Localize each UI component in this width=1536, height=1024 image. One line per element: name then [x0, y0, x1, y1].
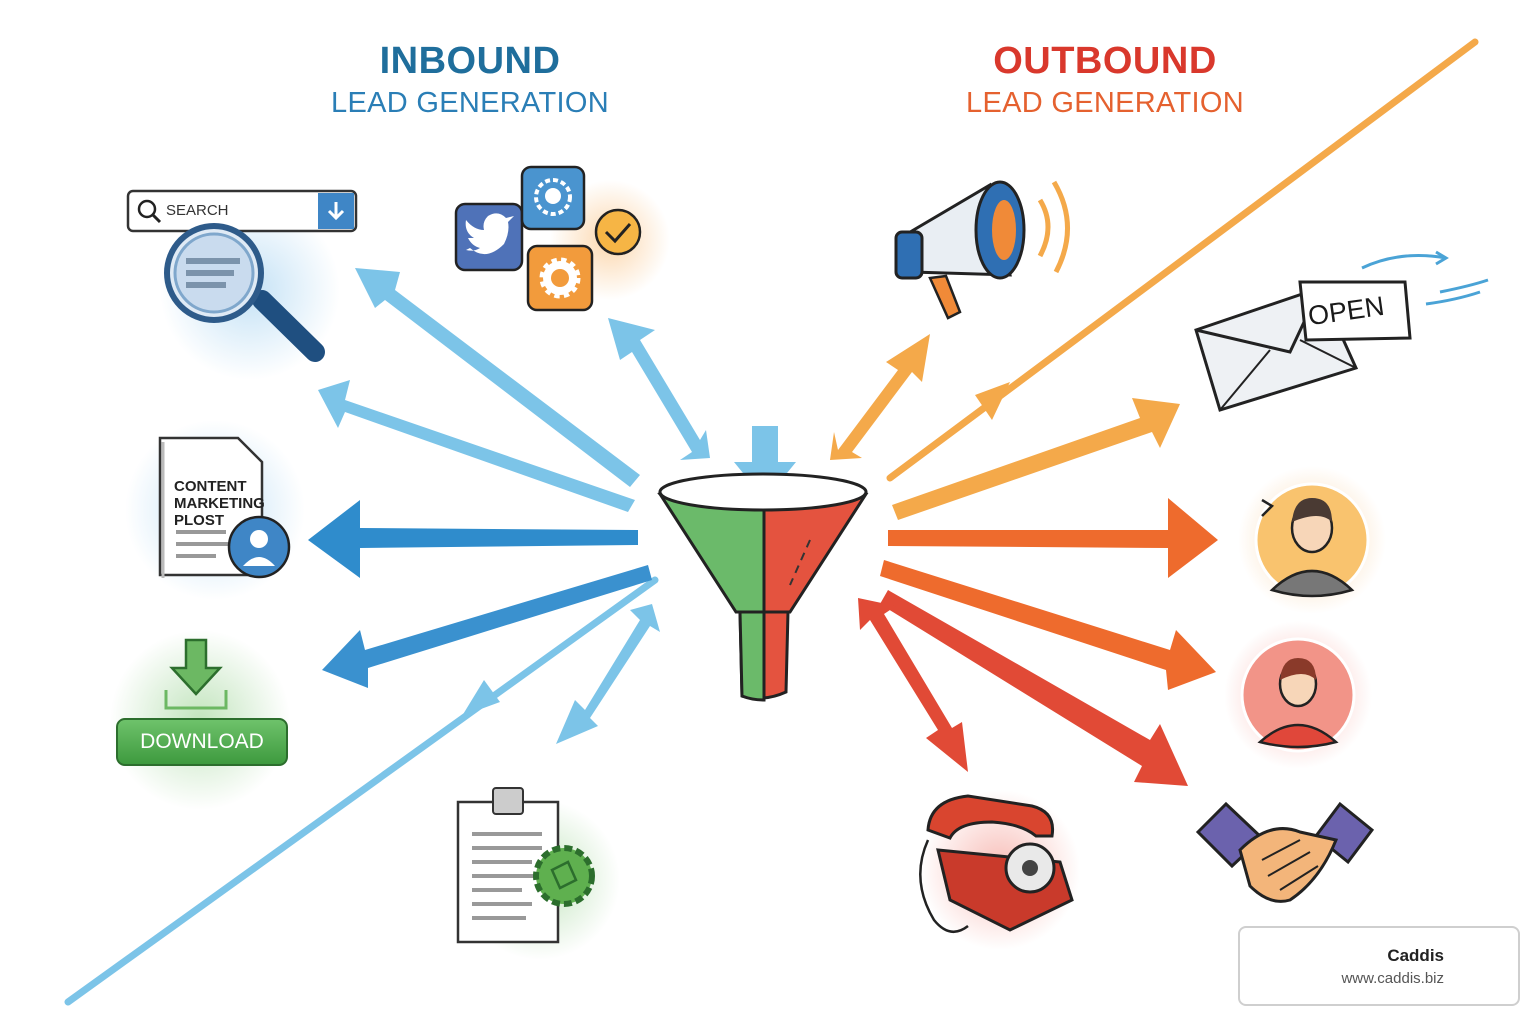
- inbound-title: INBOUND: [379, 40, 561, 82]
- download-button[interactable]: DOWNLOAD: [116, 718, 288, 766]
- inbound-diagonal-line: [64, 576, 659, 1006]
- arrow-to-clipboard: [556, 604, 660, 744]
- check-icon: [594, 208, 642, 256]
- content-post-label: CONTENT MARKETING PLOST: [174, 478, 265, 529]
- handshake-icon: [1195, 801, 1375, 903]
- arrow-to-search: [355, 268, 640, 487]
- download-arrow-icon: [169, 638, 223, 696]
- arrow-into-funnel: [734, 426, 796, 500]
- funnel-icon: [657, 472, 869, 702]
- brand-name: Caddis: [1387, 946, 1444, 965]
- outbound-arrows: [830, 334, 1218, 786]
- search-bar-icon: [126, 189, 358, 380]
- inbound-diagonal-arrowhead: [462, 680, 500, 716]
- inbound-subtitle: LEAD GENERATION: [331, 87, 609, 119]
- outbound-heading: OUTBOUND LEAD GENERATION: [905, 40, 1305, 120]
- arrow-to-telephone: [858, 598, 968, 772]
- arrow-to-content-mid: [318, 380, 635, 512]
- brand-card[interactable]: Caddis www.caddis.biz: [1238, 926, 1520, 1006]
- arrow-to-person-orange: [888, 498, 1218, 578]
- arrow-to-download: [322, 565, 652, 688]
- outbound-subtitle: LEAD GENERATION: [966, 87, 1244, 119]
- brand-url: www.caddis.biz: [1341, 970, 1444, 987]
- clipboard-icon: [456, 787, 620, 960]
- inbound-arrows: [308, 268, 796, 744]
- person-orange-icon: [1238, 466, 1386, 614]
- inbound-heading: INBOUND LEAD GENERATION: [270, 40, 670, 120]
- twitter-icon: [465, 213, 514, 255]
- social-media-icons: [454, 165, 670, 312]
- telephone-icon: [919, 790, 1080, 950]
- arrow-to-person-red: [880, 560, 1216, 690]
- outbound-title: OUTBOUND: [993, 40, 1217, 82]
- megaphone-icon: [894, 180, 1070, 320]
- search-bar-label: SEARCH: [166, 202, 229, 219]
- envelope-icon: [1194, 250, 1489, 412]
- diagonal-divider-lines: [64, 38, 1479, 1006]
- arrow-to-handshake: [880, 590, 1188, 786]
- arrow-to-email: [892, 398, 1180, 520]
- content-marketing-document: [125, 420, 305, 600]
- outbound-diagonal-arrowhead: [975, 382, 1010, 420]
- arrow-to-content-post: [308, 500, 638, 578]
- headset-icon: [545, 188, 561, 204]
- badge-gear-icon: [533, 845, 595, 907]
- arrow-to-social: [608, 318, 710, 460]
- arrow-to-megaphone: [830, 334, 930, 460]
- person-red-icon: [1224, 621, 1372, 769]
